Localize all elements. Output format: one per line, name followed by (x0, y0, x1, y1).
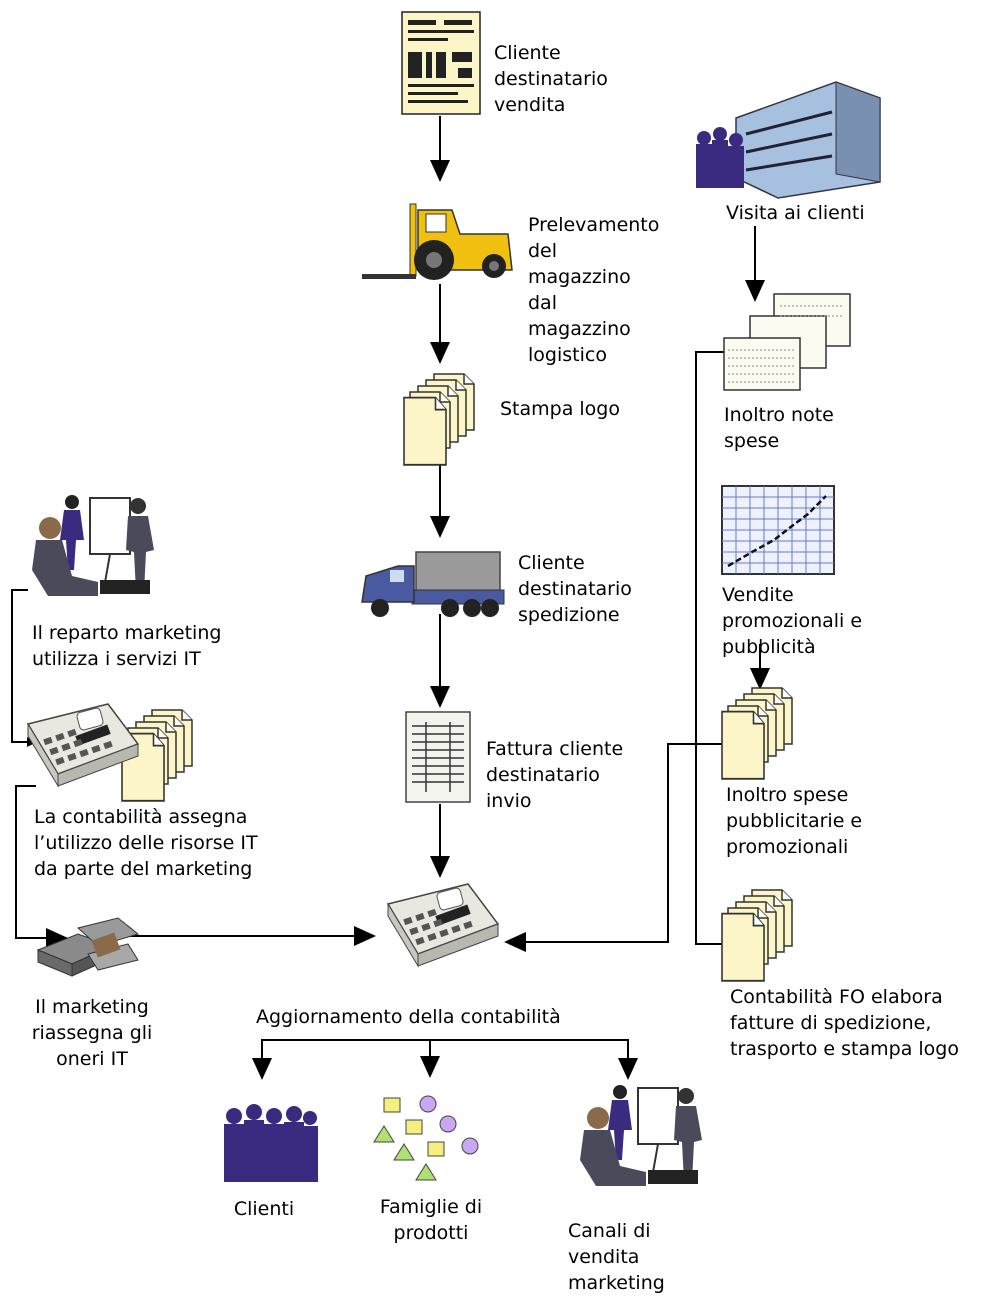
presentation-meeting-icon (579, 1084, 703, 1187)
forklift-icon (362, 203, 513, 280)
label-marketing-channels: Canali di vendita marketing (568, 1220, 665, 1294)
edge-update-branch (261, 1039, 629, 1042)
label-accounting-assign: La contabilità assegna l’utilizzo delle … (34, 806, 258, 880)
connectors (11, 116, 770, 1080)
adding-machine-icon (27, 703, 192, 801)
money-stack-icon (36, 917, 140, 977)
label-marketing-it: Il reparto marketing utilizza i servizi … (32, 622, 222, 670)
label-warehouse-pick: Prelevamento del magazzino dal magazzino… (528, 214, 660, 366)
shapes-icon (373, 1095, 479, 1181)
trend-chart-icon (721, 485, 835, 575)
label-promo-sales: Vendite promozionali e pubblicità (722, 584, 863, 658)
truck-icon (361, 551, 505, 617)
label-customer-visit: Visita ai clienti (726, 202, 865, 224)
order-form-icon (401, 11, 481, 115)
document-stack-icon (404, 374, 474, 465)
label-expense-notes: Inoltro note spese (724, 404, 834, 452)
edge-expenses-to-update (504, 743, 722, 952)
presentation-meeting-icon (31, 494, 155, 597)
edge-marketing-to-accounting (11, 589, 37, 747)
document-stack-icon (722, 688, 792, 779)
expense-forms-icon (723, 293, 851, 391)
label-logo-print: Stampa logo (500, 398, 620, 420)
label-fo-accounting: Contabilità FO elabora fatture di spediz… (730, 986, 959, 1060)
label-invoice: Fattura cliente destinatario invio (486, 738, 624, 812)
label-sales-order: Cliente destinatario vendita (494, 42, 608, 116)
document-stack-icon (722, 890, 792, 981)
people-group-icon (224, 1104, 318, 1182)
label-product-families: Famiglie di prodotti (379, 1196, 483, 1244)
label-shipment: Cliente destinatario spedizione (518, 552, 632, 626)
label-customers: Clienti (233, 1198, 295, 1220)
invoice-icon (405, 711, 471, 803)
label-promo-expenses: Inoltro spese pubblicitarie e promoziona… (726, 784, 863, 858)
label-marketing-reassign: Il marketing riassegna gli oneri IT (31, 996, 153, 1070)
label-accounting-update: Aggiornamento della contabilità (256, 1006, 561, 1028)
office-building-icon (696, 81, 881, 199)
edge-accounting-to-reassign (15, 785, 68, 948)
adding-machine-icon (387, 883, 499, 967)
edge-notes-to-fo (695, 351, 724, 945)
